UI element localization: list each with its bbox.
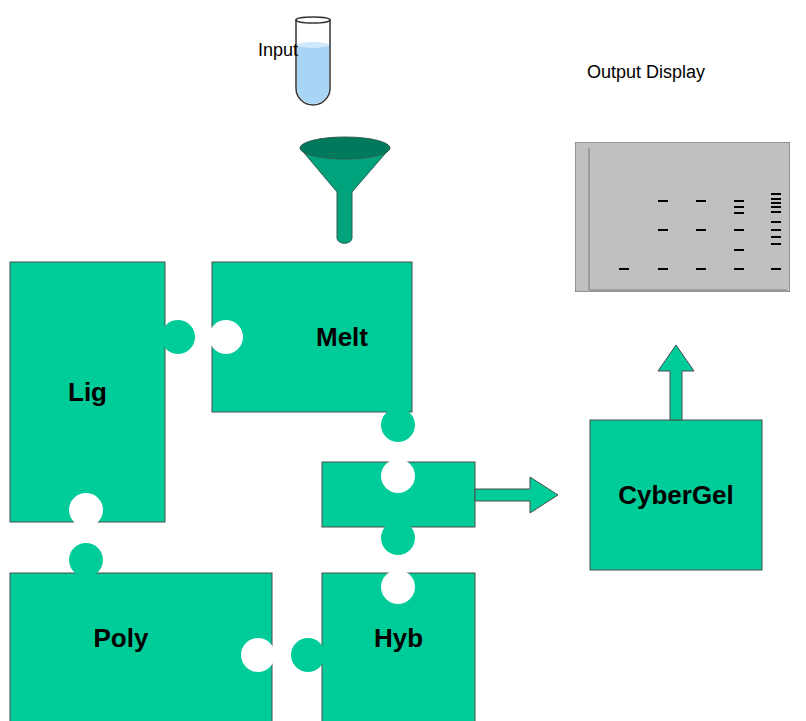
puzzle-piece: CyberGel: [590, 420, 762, 570]
piece-label: Hyb: [374, 623, 423, 654]
piece-label: Poly: [94, 623, 149, 654]
display-heading: Output Display: [575, 62, 705, 83]
piece-label: CyberGel: [618, 480, 734, 511]
gel-chart: [575, 142, 790, 292]
output-display: Output Display: [575, 62, 790, 290]
piece-label: Melt: [316, 322, 368, 353]
puzzle-piece: Hyb: [322, 573, 475, 721]
piece-label: Lig: [68, 377, 107, 408]
puzzle-piece: Melt: [212, 262, 412, 412]
puzzle-piece: Lig: [10, 262, 165, 522]
input-label: Input: [258, 40, 298, 61]
puzzle-piece: Poly: [10, 573, 272, 721]
block-arrow: [658, 345, 694, 420]
